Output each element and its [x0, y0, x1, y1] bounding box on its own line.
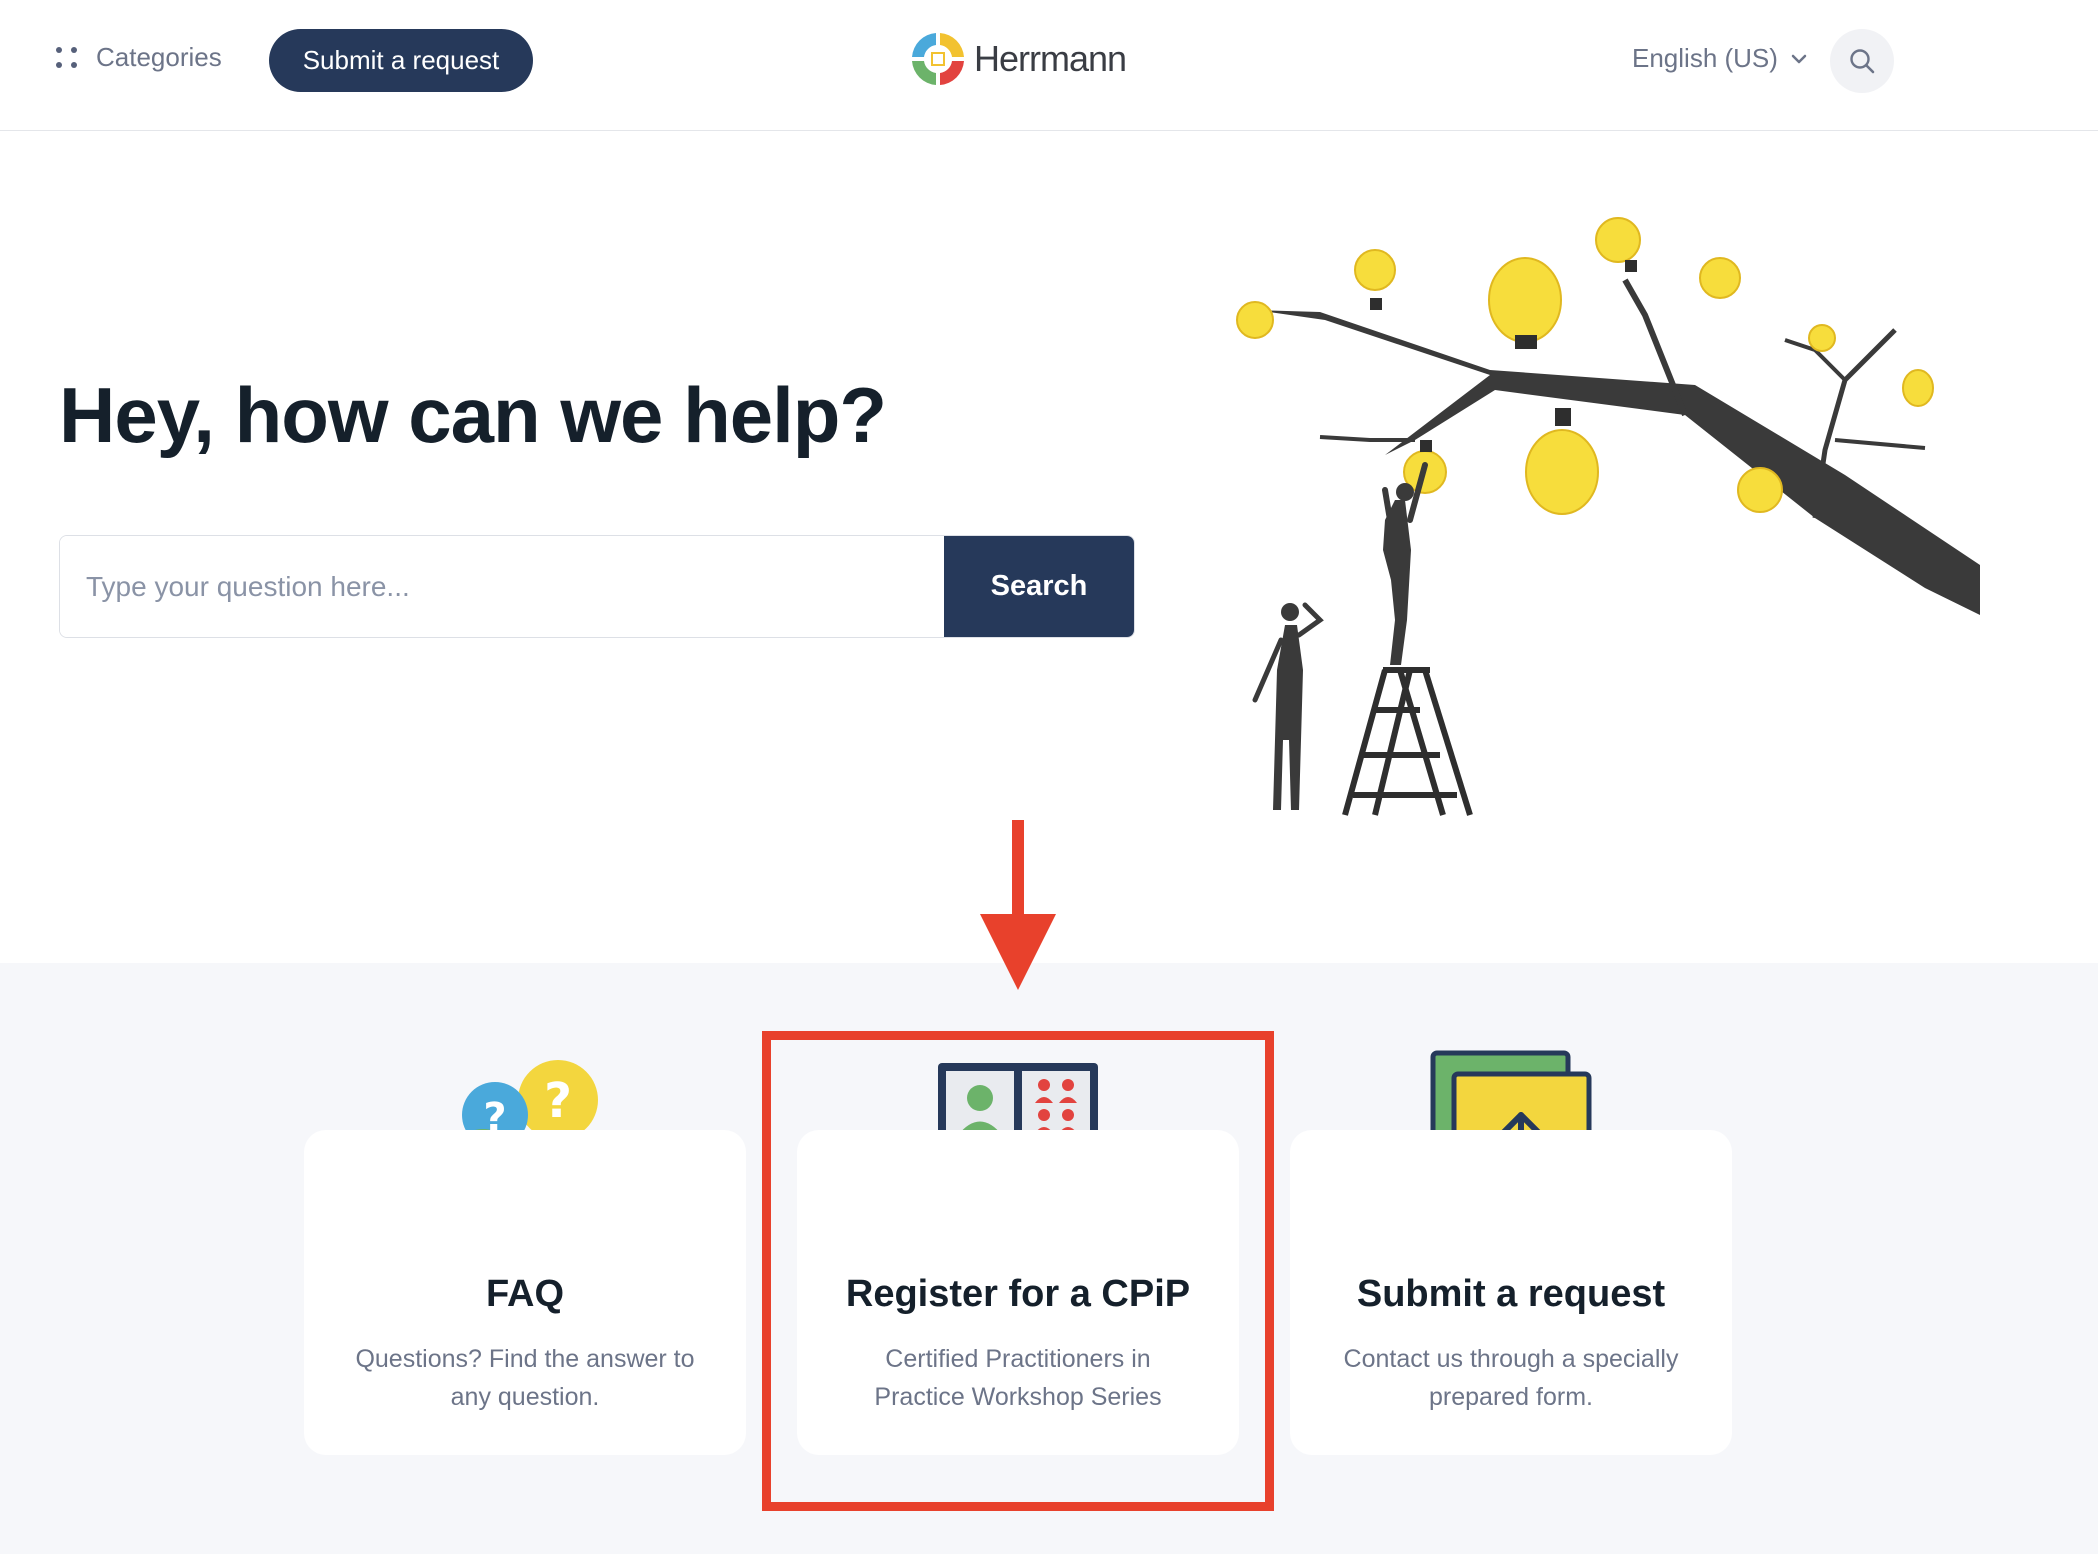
card-description: Certified Practitioners in Practice Work… — [874, 1345, 1162, 1411]
faq-card[interactable]: FAQ Questions? Find the answer to any qu… — [304, 1130, 746, 1455]
submit-request-card[interactable]: Submit a request Contact us through a sp… — [1290, 1130, 1732, 1455]
search-button[interactable]: Search — [944, 536, 1134, 637]
lightbulb-tree-illustration — [1236, 217, 1980, 816]
card-title: FAQ — [485, 1273, 565, 1315]
top-header: Categories Submit a request Herrmann Eng… — [0, 0, 2098, 131]
categories-label: Categories — [96, 42, 222, 72]
svg-text:?: ? — [544, 1073, 572, 1129]
search-input[interactable] — [60, 536, 944, 637]
card-description: Questions? Find the answer to any questi… — [355, 1345, 695, 1411]
submit-request-button[interactable]: Submit a request — [269, 29, 533, 92]
header-search-button[interactable] — [1830, 29, 1894, 93]
card-description: Contact us through a specially prepared … — [1343, 1345, 1679, 1411]
language-label: English (US) — [1632, 43, 1778, 73]
language-selector[interactable]: English (US) — [1632, 43, 1808, 74]
search-bar: Search — [59, 535, 1135, 638]
categories-menu[interactable]: Categories — [56, 42, 222, 73]
svg-text:?: ? — [483, 1095, 506, 1141]
annotation-arrow-icon — [980, 820, 1056, 990]
annotation-highlight-box — [762, 1031, 1274, 1511]
herrmann-logo-icon — [912, 33, 964, 85]
page-title: Hey, how can we help? — [59, 371, 887, 459]
search-icon — [1850, 49, 1875, 74]
chevron-down-icon — [1791, 54, 1807, 63]
logo-text: Herrmann — [974, 38, 1127, 79]
card-title: Register for a CPiP — [845, 1273, 1191, 1315]
register-cpip-card[interactable]: Register for a CPiP Certified Practition… — [797, 1130, 1239, 1455]
herrmann-logo[interactable]: Herrmann — [906, 27, 1127, 91]
dots-grid-icon — [56, 46, 78, 69]
card-title: Submit a request — [1356, 1273, 1666, 1315]
